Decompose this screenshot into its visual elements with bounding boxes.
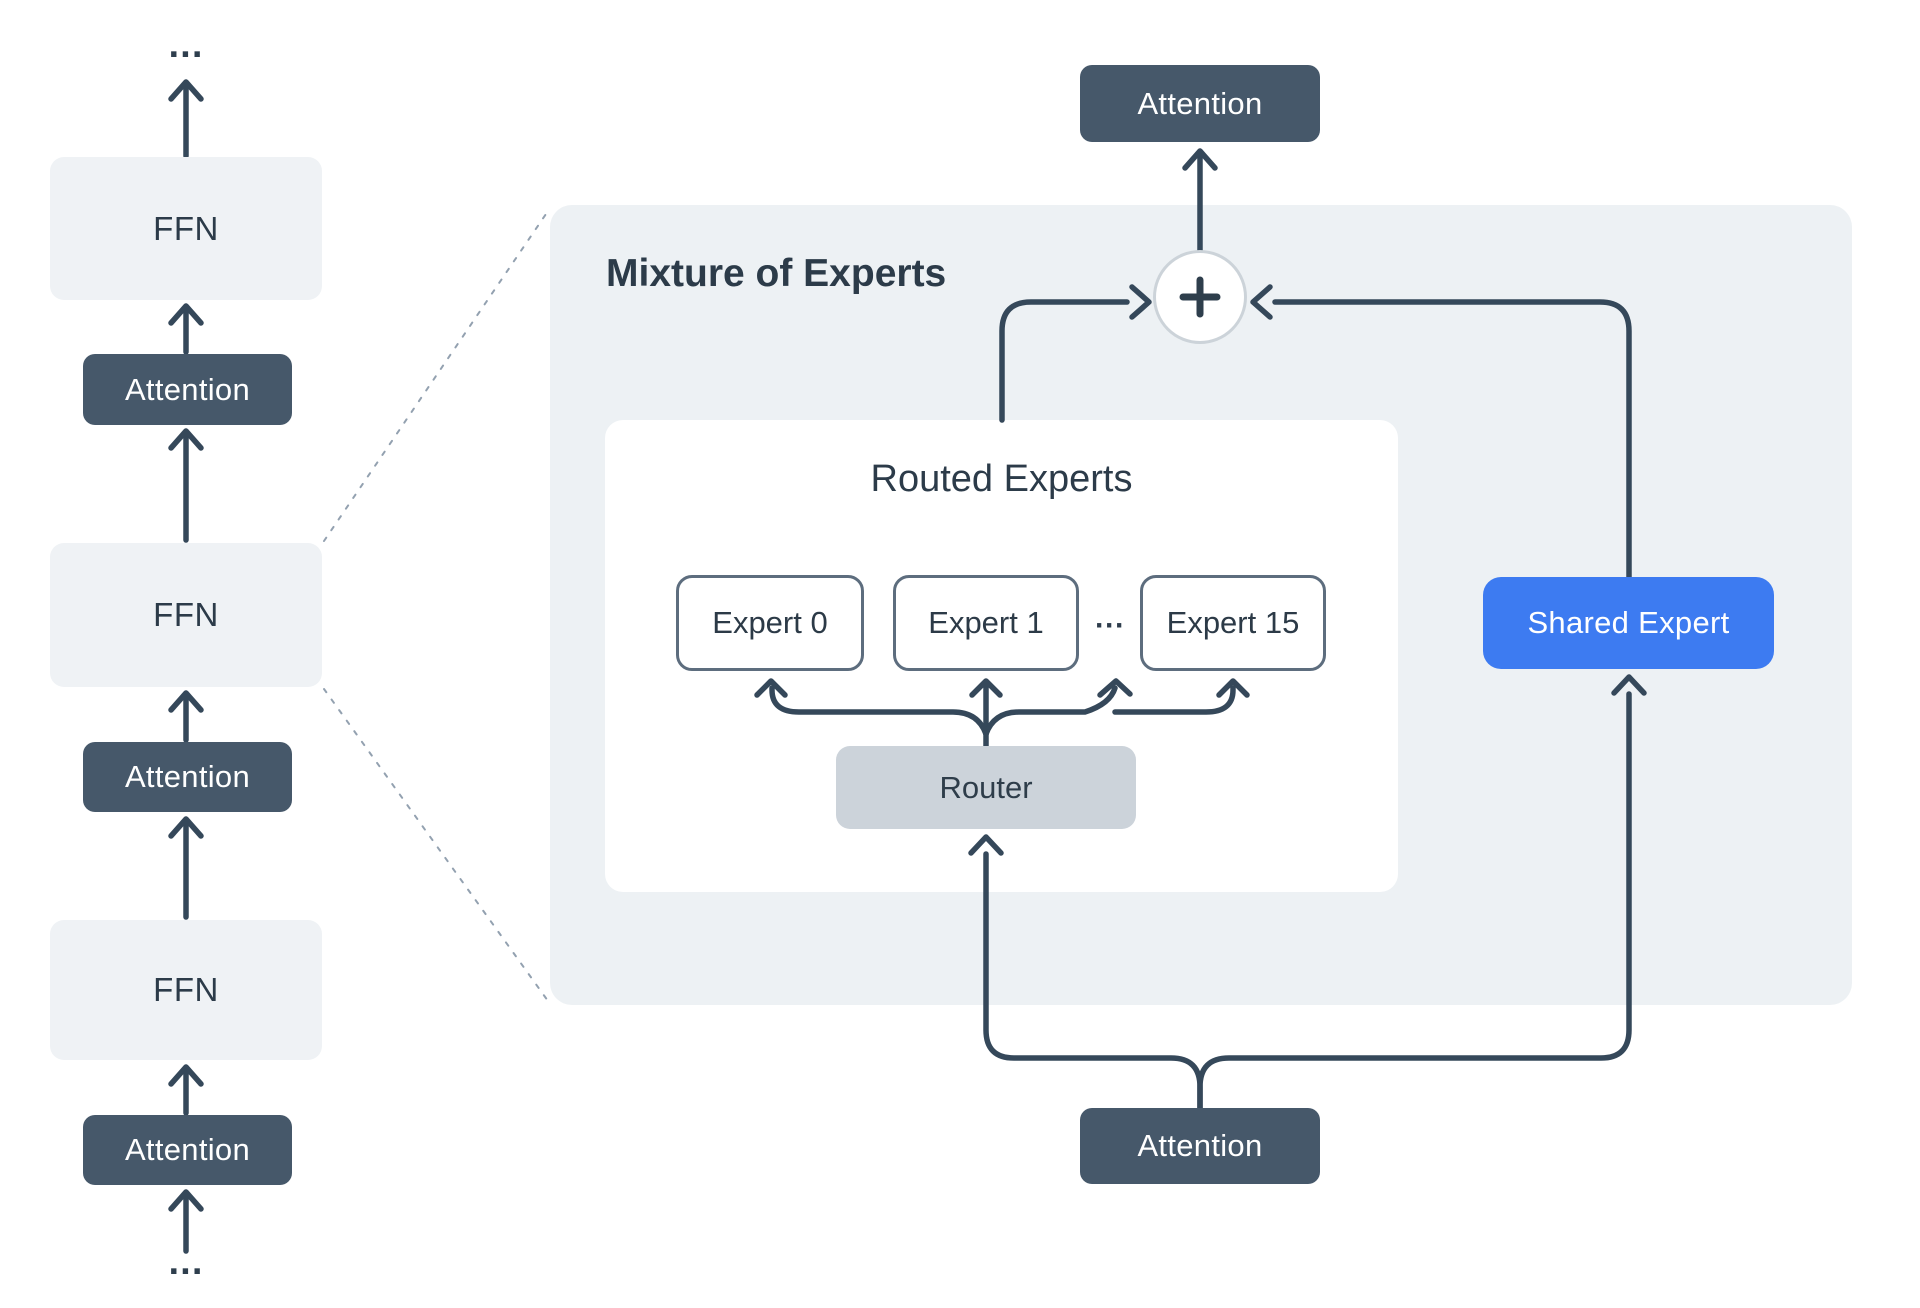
plus-icon [1179, 276, 1221, 318]
dashed-link-bottom [323, 688, 549, 1002]
stack-arrow-attn1 [168, 428, 204, 543]
stack-ffn-block-2: FFN [50, 543, 322, 687]
arrow-attention-to-router [968, 834, 1203, 1111]
arrow-attention-to-shared [1197, 674, 1647, 1111]
expert-0-block: Expert 0 [676, 575, 864, 671]
stack-arrow-ffn1 [168, 303, 204, 355]
stack-arrow-ffn3 [168, 1064, 204, 1116]
arrow-shared-to-sum [1250, 284, 1632, 580]
moe-panel-title: Mixture of Experts [606, 252, 947, 295]
shared-expert-block: Shared Expert [1483, 577, 1774, 669]
stack-attention-block-3: Attention [83, 1115, 292, 1185]
attention-bottom-block: Attention [1080, 1108, 1320, 1184]
stack-attention-block-1: Attention [83, 354, 292, 425]
arrow-router-to-dots [983, 678, 1133, 737]
arrow-router-to-expert0 [754, 678, 989, 737]
experts-ellipsis: ··· [1095, 609, 1125, 642]
arrow-routed-to-sum [999, 284, 1152, 423]
stack-arrow-attn3 [168, 1189, 204, 1254]
stack-ffn-block-1: FFN [50, 157, 322, 300]
sum-node [1153, 250, 1247, 344]
arrow-sum-to-attention [1182, 148, 1218, 253]
attention-top-block: Attention [1080, 65, 1320, 142]
stack-ffn-block-3: FFN [50, 920, 322, 1060]
arrow-router-to-expert1 [969, 678, 1003, 755]
arrow-router-to-expert15 [1112, 678, 1250, 715]
stack-arrow-attn2 [168, 816, 204, 920]
dashed-link-top [323, 210, 549, 542]
stack-arrow-to-ellipsis-top [168, 79, 204, 159]
stack-ellipsis-top: ··· [168, 33, 205, 76]
stack-arrow-ffn2 [168, 690, 204, 743]
expert-1-block: Expert 1 [893, 575, 1079, 671]
router-block: Router [836, 746, 1136, 829]
routed-experts-title: Routed Experts [870, 458, 1133, 500]
stack-attention-block-2: Attention [83, 742, 292, 812]
expert-15-block: Expert 15 [1140, 575, 1326, 671]
stack-ellipsis-bottom: ··· [168, 1250, 205, 1293]
